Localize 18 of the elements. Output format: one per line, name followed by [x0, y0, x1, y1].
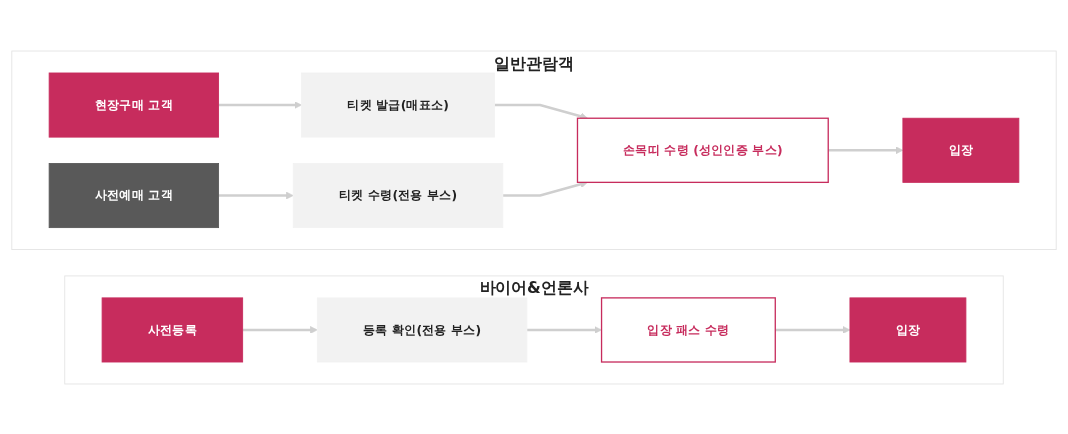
node-box: 현장구매 고객 [48, 72, 219, 138]
arrow [502, 180, 588, 197]
node-box: 사전예매 고객 [48, 162, 219, 228]
node-box: 사전등록 [101, 296, 244, 362]
arrow [242, 325, 318, 334]
arrow [828, 145, 904, 154]
arrow [526, 325, 602, 334]
node-box: 티켓 발급(매표소) [301, 72, 495, 138]
arrow [218, 100, 302, 109]
arrow [494, 103, 588, 120]
arrow [775, 325, 851, 334]
node-box: 손목띠 수령 (성인인증 부스) [576, 117, 829, 183]
node-box: 입장 패스 수령 [600, 296, 776, 363]
node-box: 입장 [849, 296, 967, 362]
node-box: 입장 [902, 117, 1020, 183]
node-box: 등록 확인(전용 부스) [316, 296, 528, 362]
node-box: 티켓 수령(전용 부스) [292, 162, 504, 228]
arrow [218, 191, 294, 199]
